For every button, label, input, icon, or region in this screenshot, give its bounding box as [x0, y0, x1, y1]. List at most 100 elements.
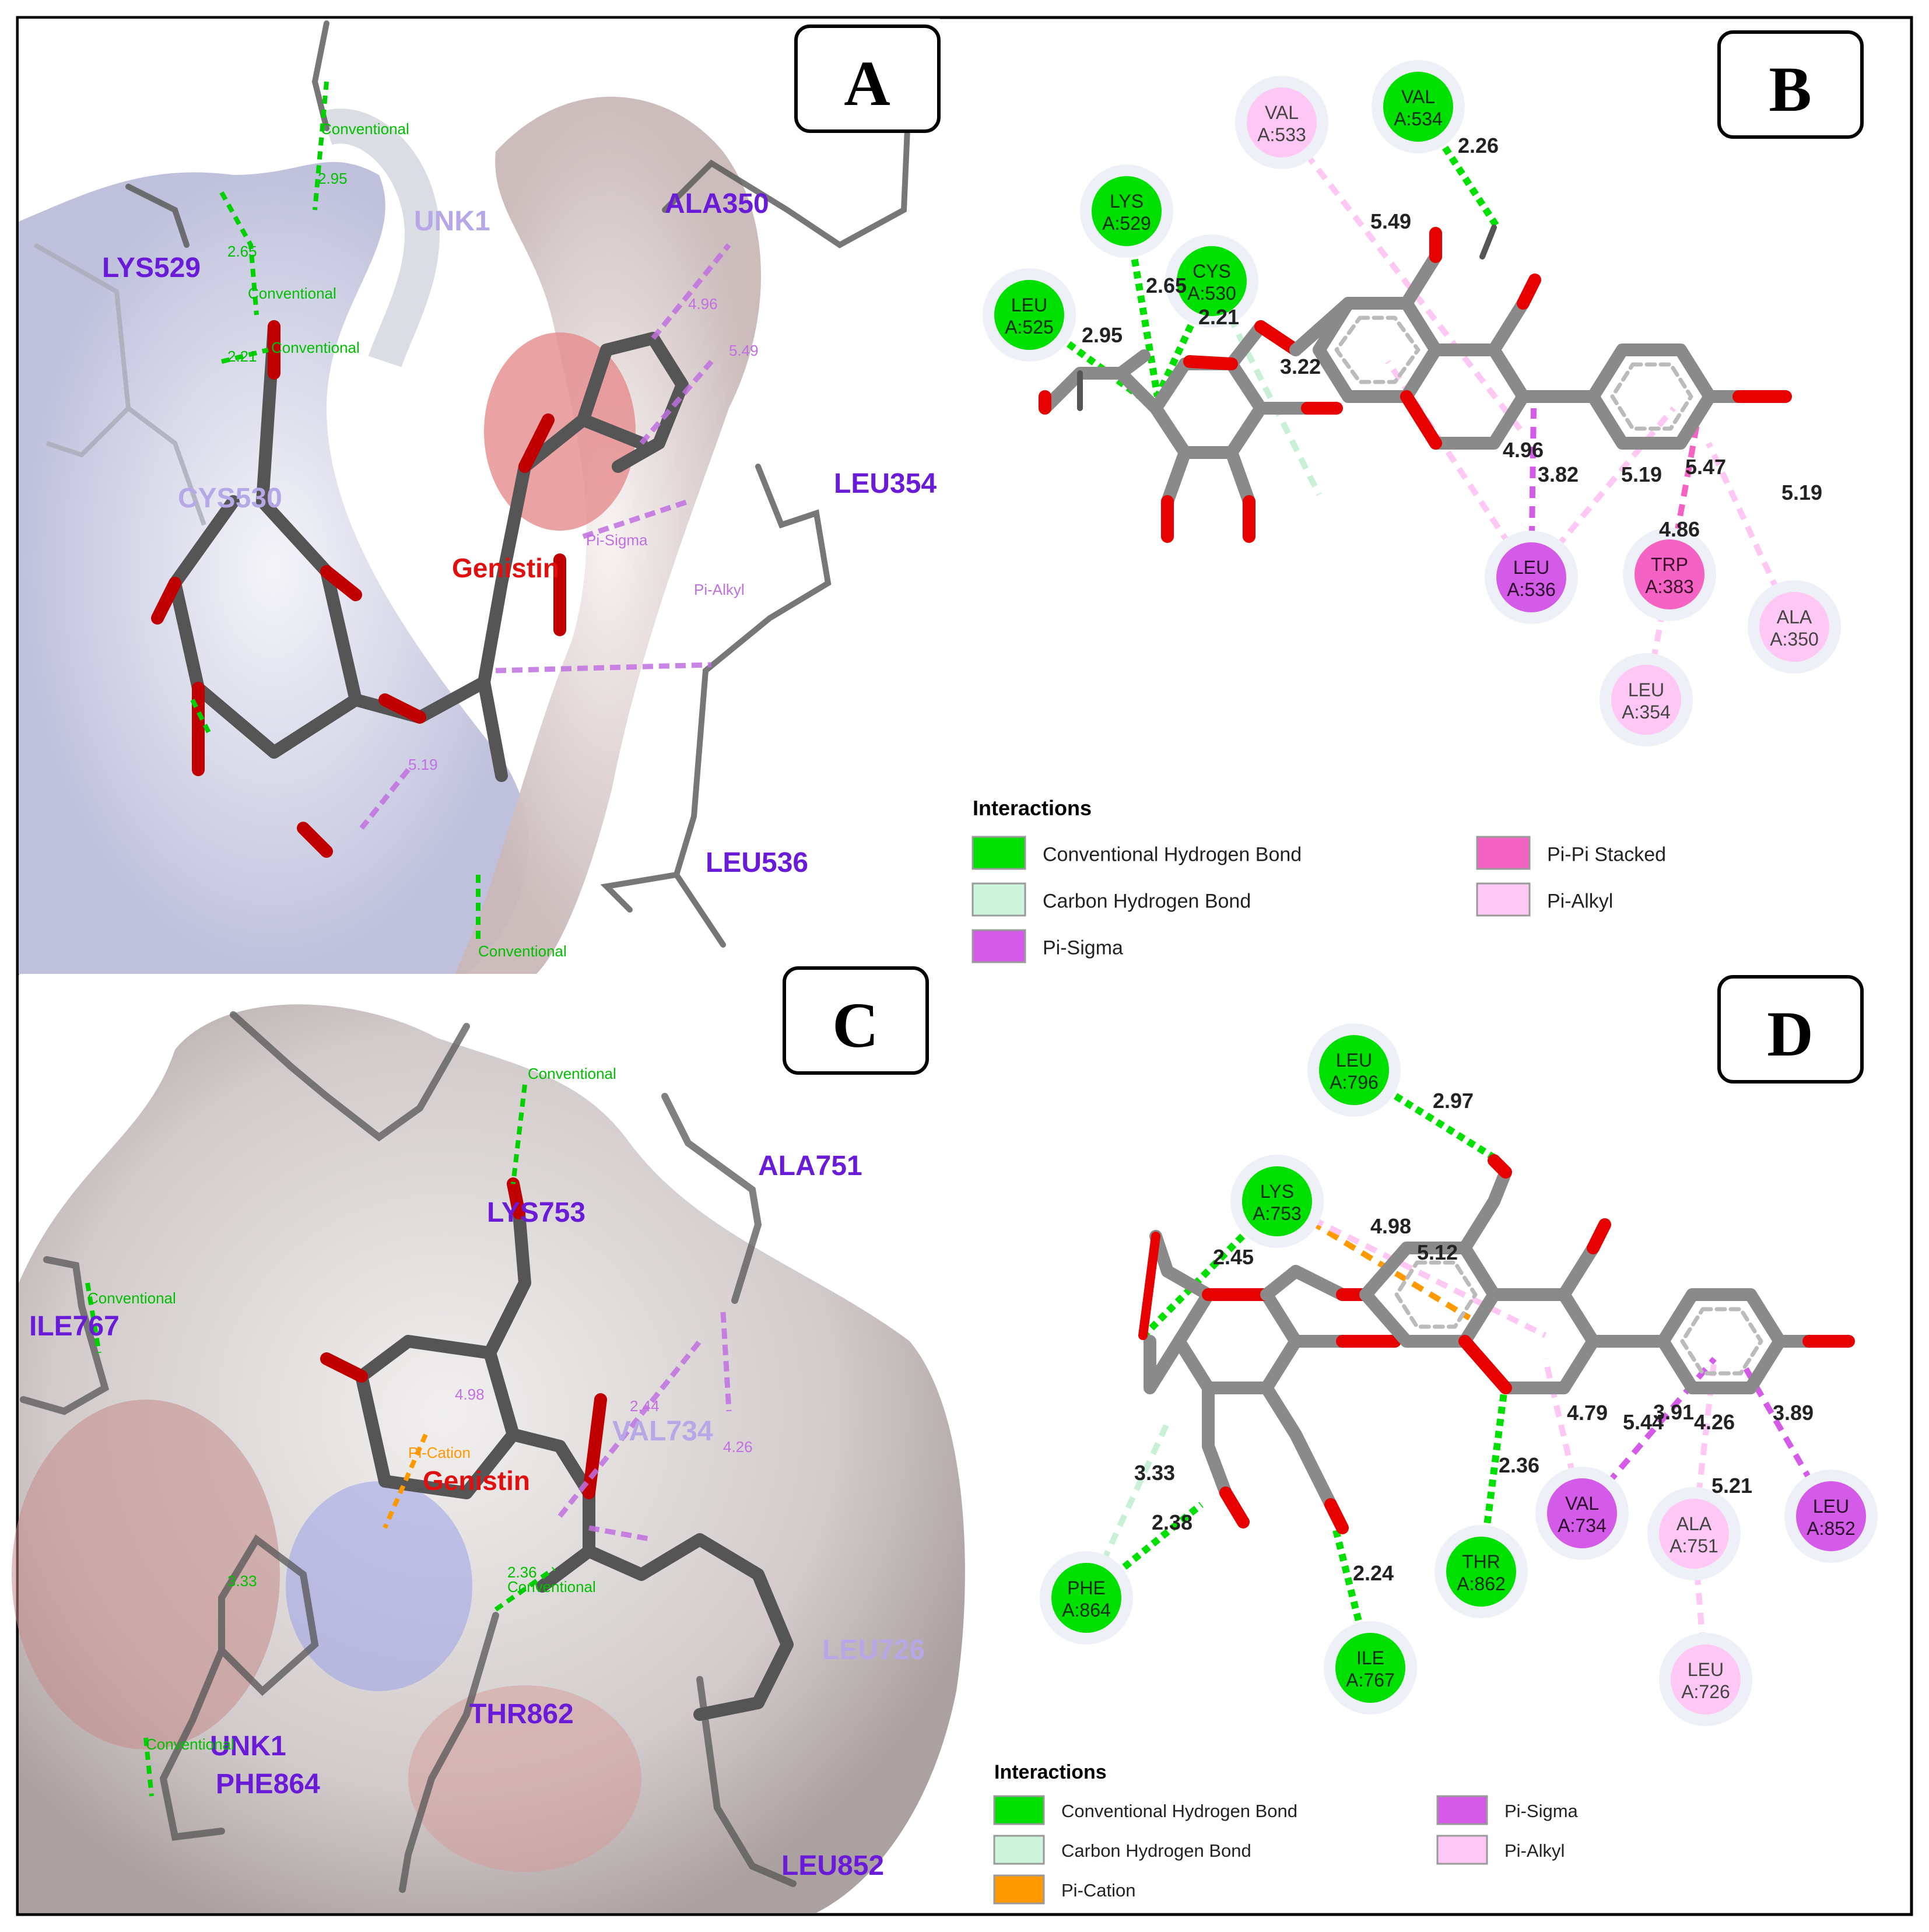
panel-b-distance-label: 4.96 [1503, 438, 1544, 462]
panel-b-distance-label: 4.86 [1659, 517, 1700, 541]
panel-d-ligand-structure [1138, 1154, 1855, 1534]
panel-b-distance-label: 2.95 [1082, 323, 1123, 347]
panel-a-tag-conventional-2: Conventional [248, 285, 336, 302]
residue-disc [1247, 87, 1317, 157]
residue-chain: A:726 [1681, 1681, 1730, 1702]
panel-d-distance-label: 4.98 [1370, 1214, 1411, 1238]
residue-name: PHE [1067, 1577, 1106, 1598]
panel-b-distance-label: 5.49 [1370, 209, 1411, 233]
panel-b-distance-label: 2.65 [1146, 274, 1187, 297]
panel-b-legend-title: Interactions [973, 796, 1092, 820]
residue-name: THR [1462, 1551, 1500, 1572]
legend-swatch [971, 882, 1026, 917]
residue-chain: A:533 [1257, 124, 1306, 145]
panel-b-legend-item: Conventional Hydrogen Bond [971, 836, 1302, 870]
panel-a-dist-2: 2.65 [227, 243, 257, 260]
residue-chain: A:852 [1807, 1518, 1856, 1539]
panel-b-ligand-structure [1039, 225, 1792, 543]
panel-c-label-phe864: PHE864 [216, 1769, 320, 1800]
panel-a-dist-1: 2.95 [318, 170, 348, 187]
panel-c-ligand-label: Genistin [423, 1465, 530, 1496]
residue-name: LEU [1813, 1496, 1849, 1517]
panel-c-dist-4: 2.36 [507, 1563, 537, 1581]
residue-disc [1659, 1499, 1729, 1569]
panel-b-distance-label: 5.47 [1685, 455, 1726, 479]
panel-b-distance-label: 2.26 [1458, 134, 1499, 157]
panel-d-legend-item: Conventional Hydrogen Bond [993, 1795, 1297, 1825]
panel-a-dist-4: 4.96 [688, 295, 718, 313]
panel-a-label-lys529: LYS529 [102, 253, 201, 283]
residue-disc [1611, 665, 1681, 735]
legend-swatch [993, 1874, 1045, 1905]
panel-c-label-leu852: LEU852 [781, 1850, 884, 1881]
panel-c-label-leu726: LEU726 [822, 1635, 925, 1665]
residue-disc [1671, 1645, 1741, 1714]
residue-chain: A:529 [1102, 213, 1151, 234]
residue-chain: A:753 [1253, 1203, 1302, 1224]
residue-disc [1635, 539, 1704, 609]
panel-d-distance-label: 2.97 [1433, 1089, 1474, 1113]
panel-b-link-pialkyl-7 [1529, 406, 1676, 580]
panel-b-link-pialkyl-1 [1279, 120, 1524, 434]
panel-c-label-thr862: THR862 [469, 1699, 574, 1730]
panel-d-distance-label: 4.79 [1567, 1401, 1608, 1425]
panel-d-legend-item: Pi-Alkyl [1436, 1835, 1565, 1865]
residue-name: LYS [1110, 191, 1144, 212]
panel-c-dist-5: 3.33 [227, 1572, 257, 1590]
panel-b-distance-label: 5.19 [1621, 462, 1662, 486]
panel-d-link-pialkyl-2 [1275, 1198, 1547, 1338]
legend-swatch [1476, 882, 1531, 917]
panel-a-3d-view: LYS529 UNK1 ALA350 CYS530 LEU354 LEU536 … [19, 19, 941, 974]
residue-name: LEU [1513, 557, 1549, 578]
legend-swatch [993, 1835, 1045, 1865]
panel-a-label-leu354: LEU354 [834, 468, 937, 499]
residue-name: LEU [1011, 294, 1047, 315]
panel-c-tag-pi-cation: Pi-Cation [408, 1444, 471, 1461]
panel-a-label-leu536: LEU536 [706, 847, 808, 878]
panel-a-tag-pi-sigma: Pi-Sigma [586, 531, 648, 549]
panel-b-link-hbond-3 [1154, 279, 1215, 398]
residue-chain: A:767 [1346, 1670, 1395, 1691]
residue-chain: A:383 [1645, 576, 1694, 597]
residue-name: CYS [1193, 261, 1231, 282]
residue-disc [1383, 72, 1453, 142]
panel-b-distance-label: 2.21 [1198, 305, 1239, 329]
panel-d-letter-box [1717, 975, 1864, 1084]
panel-d-letter: D [1767, 998, 1813, 1070]
panel-d-distance-label: 2.36 [1499, 1453, 1539, 1477]
panel-b-residue-nodes: LEUA:525LYSA:529CYSA:530VALA:533VALA:534… [983, 60, 1841, 746]
legend-swatch [1476, 836, 1531, 870]
panel-b-legend-item: Carbon Hydrogen Bond [971, 882, 1251, 917]
panel-d-legend-item: Carbon Hydrogen Bond [993, 1835, 1251, 1865]
panel-a-tag-conventional-1: Conventional [321, 120, 409, 138]
panel-b-link-pialkyl-10 [1706, 441, 1797, 629]
residue-disc [1319, 1035, 1389, 1105]
residue-disc [1092, 176, 1162, 246]
panel-c-tag-conventional-3: Conventional [146, 1735, 234, 1753]
legend-swatch [1436, 1795, 1488, 1825]
legend-label: Pi-Alkyl [1547, 890, 1613, 912]
panel-b-distance-label: 3.82 [1538, 462, 1579, 486]
